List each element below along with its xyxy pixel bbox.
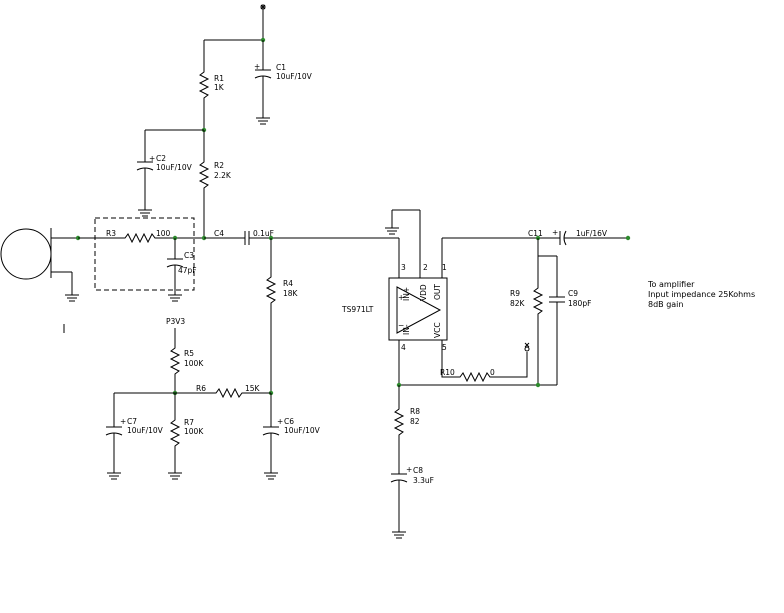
capacitor-c6: + C6 10uF/10V — [262, 393, 321, 473]
opamp-vcc: VCC — [433, 322, 442, 338]
c6-ref: C6 — [284, 417, 294, 426]
opamp-in-plus: IN+ — [402, 287, 411, 301]
dashed-filter-box — [94, 217, 195, 291]
r7-ref: R7 — [184, 418, 194, 427]
r8-value: 82 — [410, 417, 420, 426]
c2-ref: C2 — [156, 154, 166, 163]
opamp-ts971lt: + − IN+ VDD OUT IN- VCC 3 2 1 4 5 TS971L… — [341, 263, 448, 352]
c1-value: 10uF/10V — [276, 72, 313, 81]
svg-text:+: + — [254, 62, 260, 71]
opamp-pin-5: 5 — [442, 343, 447, 352]
c3-value: 47pF — [178, 266, 197, 275]
resistor-r6: R6 15K — [175, 384, 271, 399]
r2-value: 2.2K — [214, 171, 232, 180]
svg-text:−: − — [398, 321, 404, 330]
opamp-in-minus: IN- — [402, 324, 411, 335]
r4-ref: R4 — [283, 279, 293, 288]
r9-value: 82K — [510, 299, 526, 308]
opamp-pin-3: 3 — [401, 263, 406, 272]
r5-ref: R5 — [184, 349, 194, 358]
r10-value: 0 — [490, 368, 495, 377]
resistor-r8: R8 82 — [393, 385, 420, 474]
output-terminal — [625, 235, 631, 241]
ground-opamp — [385, 227, 399, 235]
r6-value: 15K — [245, 384, 261, 393]
svg-text:+: + — [277, 417, 283, 426]
svg-text:+: + — [120, 417, 126, 426]
opamp-vdd: VDD — [419, 284, 428, 301]
capacitor-c9: C9 180pF — [549, 256, 591, 385]
opamp-pin-4: 4 — [401, 343, 406, 352]
c9-ref: C9 — [568, 289, 578, 298]
r3-ref: R3 — [106, 229, 116, 238]
c11-value: 1uF/16V — [576, 229, 608, 238]
ground-r7 — [168, 472, 182, 480]
c4-ref: C4 — [214, 229, 224, 238]
c8-value: 3.3uF — [413, 476, 434, 485]
resistor-r2: R2 2.2K — [198, 130, 232, 238]
resistor-r7: R7 100K — [169, 393, 204, 473]
resistor-r3: R3 100 — [78, 229, 204, 244]
capacitor-c4: C4 0.1uF — [204, 229, 399, 245]
capacitor-c1: + C1 10uF/10V — [254, 40, 313, 118]
c7-value: 10uF/10V — [127, 426, 164, 435]
capacitor-c8: + C8 3.3uF — [390, 465, 434, 532]
resistor-r4: R4 18K — [265, 238, 299, 393]
r4-value: 18K — [283, 289, 299, 298]
capacitor-c7: + C7 10uF/10V — [105, 392, 175, 473]
ground-c8 — [392, 531, 406, 539]
note-line-1: To amplifier — [647, 280, 695, 289]
c3-ref: C3 — [184, 251, 194, 260]
r6-ref: R6 — [196, 384, 206, 393]
c6-value: 10uF/10V — [284, 426, 321, 435]
c2-value: 10uF/10V — [156, 163, 193, 172]
microphone — [0, 228, 79, 333]
resistor-r5: R5 100K — [169, 345, 204, 393]
ground-c3 — [168, 294, 182, 302]
svg-text:+: + — [398, 293, 404, 302]
opamp-pin-2: 2 — [423, 263, 428, 272]
c9-value: 180pF — [568, 299, 591, 308]
ground-c6 — [264, 472, 278, 480]
note-line-2: Input impedance 25Kohms — [648, 290, 755, 299]
ground-c2 — [138, 209, 152, 217]
supply-top — [260, 4, 266, 40]
resistor-r10: R10 0 — [440, 340, 528, 383]
note-line-3: 8dB gain — [648, 300, 683, 309]
supply-r10 — [524, 342, 530, 352]
c8-ref: C8 — [413, 466, 423, 475]
resistor-r9: R9 82K — [510, 256, 544, 385]
opamp-part: TS971LT — [341, 305, 374, 314]
svg-text:+: + — [149, 154, 155, 163]
notes: To amplifier Input impedance 25Kohms 8dB… — [647, 280, 755, 309]
capacitor-c3: C3 47pF — [166, 238, 197, 295]
opamp-out: OUT — [433, 284, 442, 300]
r5-value: 100K — [184, 359, 204, 368]
c7-ref: C7 — [127, 417, 137, 426]
p3v3-label: P3V3 — [166, 317, 185, 326]
opamp-pin-1: 1 — [442, 263, 447, 272]
c1-ref: C1 — [276, 63, 286, 72]
r1-value: 1K — [214, 83, 225, 92]
svg-text:+: + — [406, 465, 412, 474]
r3-value: 100 — [156, 229, 171, 238]
r10-ref: R10 — [440, 368, 455, 377]
r7-value: 100K — [184, 427, 204, 436]
c11-ref: C11 — [528, 229, 543, 238]
capacitor-c2: + C2 10uF/10V — [136, 130, 193, 210]
resistor-r1: R1 1K — [198, 40, 225, 130]
r8-ref: R8 — [410, 407, 420, 416]
c4-value: 0.1uF — [253, 229, 274, 238]
capacitor-c11: + C11 1uF/16V — [528, 228, 628, 246]
svg-text:+: + — [552, 228, 558, 237]
ground-c7 — [107, 472, 121, 480]
r1-ref: R1 — [214, 74, 224, 83]
r2-ref: R2 — [214, 161, 224, 170]
r9-ref: R9 — [510, 289, 520, 298]
ground-c1 — [256, 117, 270, 125]
